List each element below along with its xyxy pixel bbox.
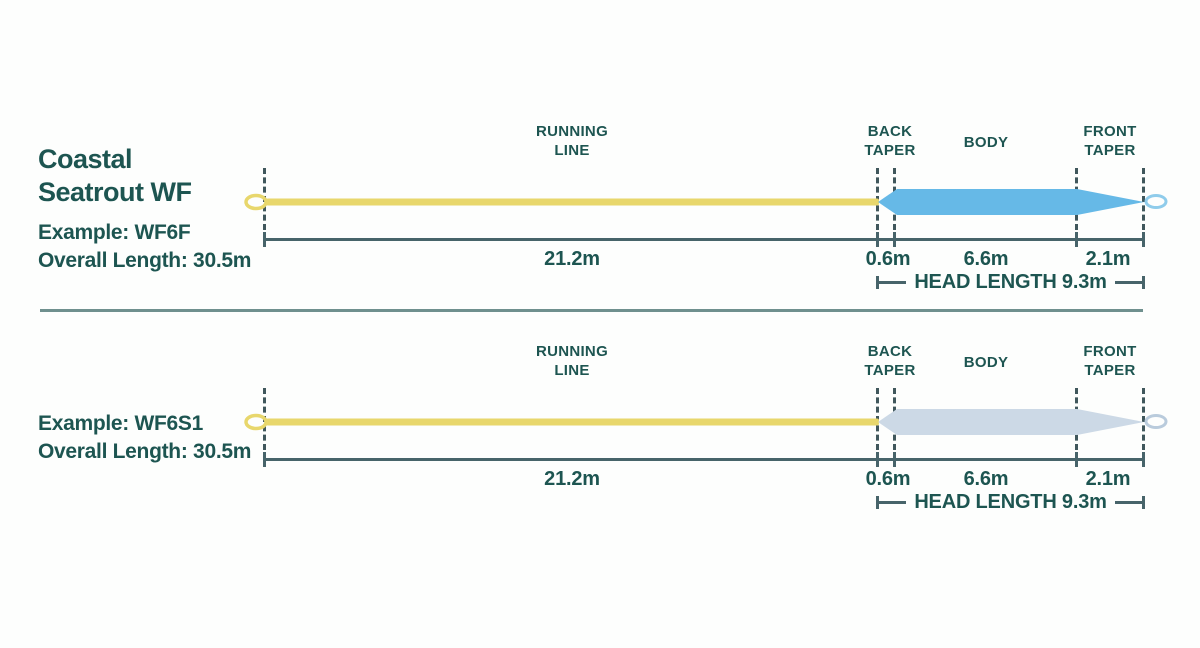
rear-loop-icon bbox=[244, 193, 268, 211]
body-measurement: 6.6m bbox=[963, 468, 1009, 490]
head-length-label: HEAD LENGTH 9.3m bbox=[914, 490, 1107, 513]
running-line-segment bbox=[266, 418, 879, 426]
front-taper-label: FRONT TAPER bbox=[1083, 123, 1137, 159]
front-taper-label: FRONT TAPER bbox=[1083, 343, 1137, 379]
boundary-dash-tip bbox=[1142, 168, 1145, 230]
head-taper-shape bbox=[878, 409, 1144, 435]
measure-tick bbox=[893, 452, 896, 467]
measure-tick bbox=[1075, 232, 1078, 247]
front-taper-measurement: 2.1m bbox=[1085, 468, 1131, 490]
back-taper-label: BACK TAPER bbox=[864, 123, 916, 159]
measure-tick bbox=[876, 232, 879, 247]
back-taper-label: BACK TAPER bbox=[864, 343, 916, 379]
boundary-dash-tip bbox=[1142, 388, 1145, 450]
head-length-line-left bbox=[879, 280, 907, 284]
measure-line bbox=[265, 238, 1144, 241]
section1-info-block: Coastal Seatrout WF Example: WF6F Overal… bbox=[38, 143, 251, 275]
head-length-tick-right bbox=[1142, 275, 1146, 289]
head-length-tick-right bbox=[1142, 495, 1146, 509]
measure-tick bbox=[876, 452, 879, 467]
measure-tick bbox=[893, 232, 896, 247]
back-taper-measurement: 0.6m bbox=[865, 468, 911, 490]
head-length-line-left bbox=[879, 500, 907, 504]
running-line-measurement: 21.2m bbox=[544, 468, 600, 490]
example-label: Example: WF6S1 bbox=[38, 412, 204, 435]
example-label: Example: WF6F bbox=[38, 221, 191, 244]
measure-line bbox=[265, 458, 1144, 461]
measure-tick bbox=[1075, 452, 1078, 467]
product-title-line2: Seatrout WF bbox=[38, 177, 192, 207]
head-length-label: HEAD LENGTH 9.3m bbox=[914, 270, 1107, 293]
body-measurement: 6.6m bbox=[963, 248, 1009, 270]
front-loop-icon bbox=[1144, 414, 1168, 429]
body-label: BODY bbox=[963, 354, 1009, 371]
back-taper-measurement: 0.6m bbox=[865, 248, 911, 270]
measure-tick bbox=[1142, 452, 1145, 467]
front-taper-measurement: 2.1m bbox=[1085, 248, 1131, 270]
head-length-callout: HEAD LENGTH 9.3m bbox=[876, 490, 1146, 513]
section2-info-block: Example: WF6S1 Overall Length: 30.5m bbox=[38, 410, 251, 466]
line-profile-wf6f bbox=[244, 189, 1168, 215]
rear-loop-icon bbox=[244, 413, 268, 431]
measure-tick bbox=[263, 232, 266, 247]
line-profile-wf6s1 bbox=[244, 409, 1168, 435]
head-length-callout: HEAD LENGTH 9.3m bbox=[876, 270, 1146, 293]
measure-tick bbox=[1142, 232, 1145, 247]
product-title-line1: Coastal bbox=[38, 144, 133, 174]
head-length-line-right bbox=[1114, 280, 1143, 284]
head-taper-shape bbox=[878, 189, 1144, 215]
section-divider bbox=[40, 309, 1143, 312]
head-length-tick-left bbox=[876, 275, 879, 289]
measure-tick bbox=[263, 452, 266, 467]
overall-length-label: Overall Length: 30.5m bbox=[38, 440, 252, 463]
running-line-label: RUNNING LINE bbox=[535, 123, 609, 159]
running-line-measurement: 21.2m bbox=[544, 248, 600, 270]
body-label: BODY bbox=[963, 134, 1009, 151]
head-length-line-right bbox=[1114, 500, 1143, 504]
running-line-label: RUNNING LINE bbox=[535, 343, 609, 379]
head-length-tick-left bbox=[876, 495, 879, 509]
overall-length-label: Overall Length: 30.5m bbox=[38, 249, 252, 272]
running-line-segment bbox=[266, 198, 879, 206]
front-loop-icon bbox=[1144, 194, 1168, 209]
